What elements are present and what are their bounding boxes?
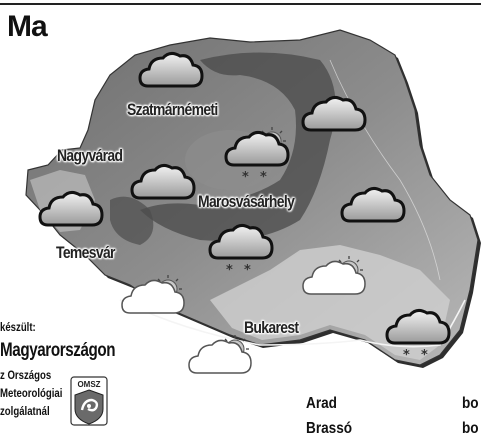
city-label-nagyvarad: Nagyvárad <box>57 146 123 165</box>
omsz-logo: OMSZ <box>70 376 108 426</box>
city-label-temesvar: Temesvár <box>56 243 115 262</box>
cloud-snow-icon <box>385 308 451 363</box>
credit-institution-line3: zolgálatnál <box>0 404 50 418</box>
credit-institution-line2: Meteorológiai <box>0 386 63 400</box>
table-city: Arad <box>306 395 337 412</box>
cloud-icon <box>130 163 196 200</box>
top-rule <box>0 3 481 5</box>
city-label-szatmarnemeti: Szatmárnémeti <box>127 100 218 119</box>
partly-cloudy-icon <box>302 256 366 295</box>
page-title: Ma <box>7 10 48 43</box>
credit-institution-line1: z Országos <box>0 368 52 382</box>
cloud-icon <box>138 51 204 88</box>
cloud-snow-sun-icon <box>224 127 290 185</box>
table-city: Brassó <box>306 420 353 437</box>
credit-country: Magyarországon <box>0 340 116 361</box>
cloud-icon <box>301 95 367 132</box>
cloud-icon <box>38 190 104 227</box>
partly-cloudy-icon <box>188 335 252 374</box>
table-value: bo <box>462 395 479 412</box>
svg-text:OMSZ: OMSZ <box>77 380 100 389</box>
cloud-snow-icon <box>208 223 274 278</box>
cloud-icon <box>340 186 406 223</box>
city-label-marosvasarhely: Marosvásárhely <box>198 192 295 211</box>
partly-cloudy-icon <box>121 275 185 314</box>
table-value: bo <box>462 420 479 437</box>
credit-label: készült: <box>0 320 36 334</box>
city-label-bukarest: Bukarest <box>244 318 299 337</box>
